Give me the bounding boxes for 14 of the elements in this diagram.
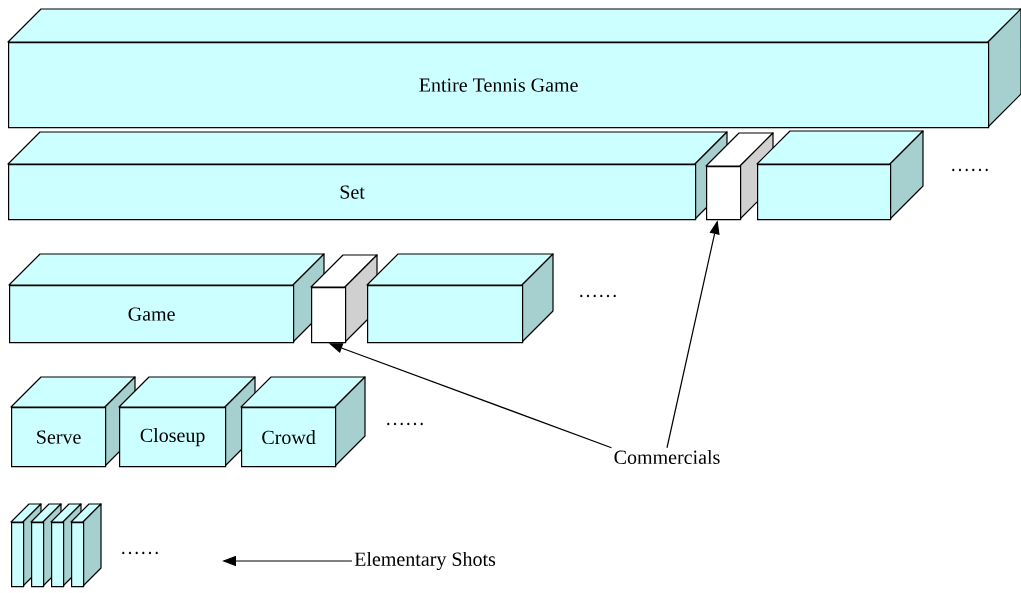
- ellipsis: ……: [580, 294, 616, 298]
- segment-block: Entire Tennis Game: [7, 8, 1021, 129]
- callout-text: Commercials: [614, 449, 720, 464]
- segment-block: Game: [8, 253, 325, 344]
- ellipsis: ……: [952, 168, 988, 172]
- ellipsis: ……: [122, 551, 158, 555]
- ellipsis: ……: [387, 422, 423, 426]
- callout-text: Elementary Shots: [354, 551, 496, 571]
- segment-block: Closeup: [118, 376, 256, 468]
- segment-block: [70, 503, 102, 588]
- segment-block: Set: [7, 131, 728, 221]
- segment-block: Crowd: [240, 376, 366, 468]
- segment-block: [366, 253, 554, 344]
- segment-block: [756, 130, 924, 221]
